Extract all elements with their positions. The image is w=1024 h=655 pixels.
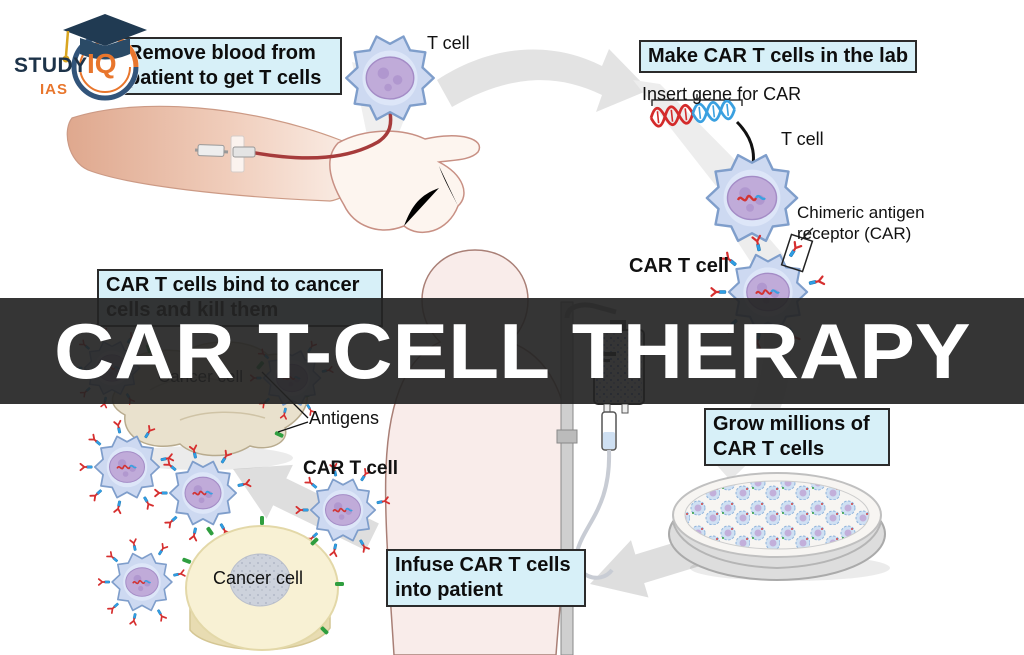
- step-grow: Grow millions of CAR T cells: [704, 408, 890, 466]
- cancer-cell-lower-label: Cancer cell: [213, 568, 304, 588]
- page-title: CAR T-CELL THERAPY: [53, 306, 971, 395]
- car-t-cell-attacker-4: [99, 539, 185, 625]
- t-cell-top-label: T cell: [427, 33, 470, 53]
- logo-ias-text: IAS: [40, 81, 69, 98]
- t-cell-top: [345, 35, 435, 121]
- step-remove-blood: Remove blood from patient to get T cells: [119, 37, 342, 95]
- chimeric-receptor-label: Chimeric antigen receptor (CAR): [797, 203, 925, 243]
- studyiq-ias-logo: STUDY IQ IAS: [8, 4, 160, 116]
- receptor-callout: [780, 227, 814, 273]
- logo-graphic: [62, 14, 147, 101]
- insert-gene-label: Insert gene for CAR: [642, 84, 802, 104]
- car-t-cell-lab-label: CAR T cell: [629, 255, 730, 277]
- car-t-cell-attack-label: CAR T cell: [303, 458, 399, 479]
- logo-study-text: STUDY: [14, 54, 88, 77]
- graduation-cap-icon: [62, 14, 147, 63]
- patient-arm: [66, 105, 481, 234]
- logo-iq-text: IQ: [87, 48, 117, 79]
- title-banner: CAR T-CELL THERAPY: [0, 298, 1024, 404]
- step-infuse: Infuse CAR T cells into patient: [386, 549, 586, 607]
- t-cell-lab-label: T cell: [781, 129, 824, 149]
- antigens-label: Antigens: [309, 408, 380, 428]
- step-make-lab: Make CAR T cells in the lab: [639, 40, 918, 73]
- petri-dish: [668, 472, 890, 581]
- cancer-cell-bottom: [181, 516, 344, 651]
